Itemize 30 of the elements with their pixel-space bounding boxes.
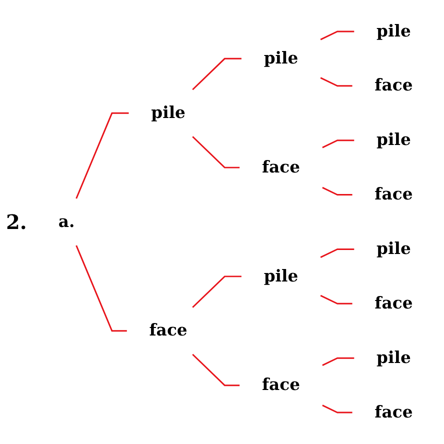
node-text: face — [374, 184, 413, 204]
node-text: pile — [376, 21, 411, 41]
connector — [320, 294, 352, 304]
connector — [192, 354, 240, 386]
connector — [320, 77, 352, 87]
node-text: face — [374, 402, 413, 422]
node-text: face — [262, 157, 300, 177]
connector — [192, 58, 242, 90]
node-text: pile — [376, 239, 411, 259]
connector — [322, 186, 352, 196]
exercise-number: 2. — [6, 210, 27, 234]
connector — [76, 112, 129, 199]
connector — [320, 30, 354, 40]
connector — [320, 248, 354, 258]
node-text: face — [374, 76, 413, 96]
connector — [76, 245, 127, 332]
node-text: pile — [151, 103, 186, 122]
node-text: face — [262, 375, 300, 395]
node-text: a. — [58, 212, 75, 232]
node-text: face — [374, 294, 413, 313]
connector — [192, 136, 240, 168]
connector — [192, 276, 242, 308]
connector — [322, 404, 352, 414]
node-text: face — [149, 320, 188, 340]
node-text: pile — [376, 130, 411, 150]
connector — [322, 357, 354, 366]
node-text: pile — [376, 348, 411, 368]
connector — [322, 140, 354, 148]
node-text: pile — [264, 48, 298, 68]
node-text: pile — [264, 266, 298, 286]
